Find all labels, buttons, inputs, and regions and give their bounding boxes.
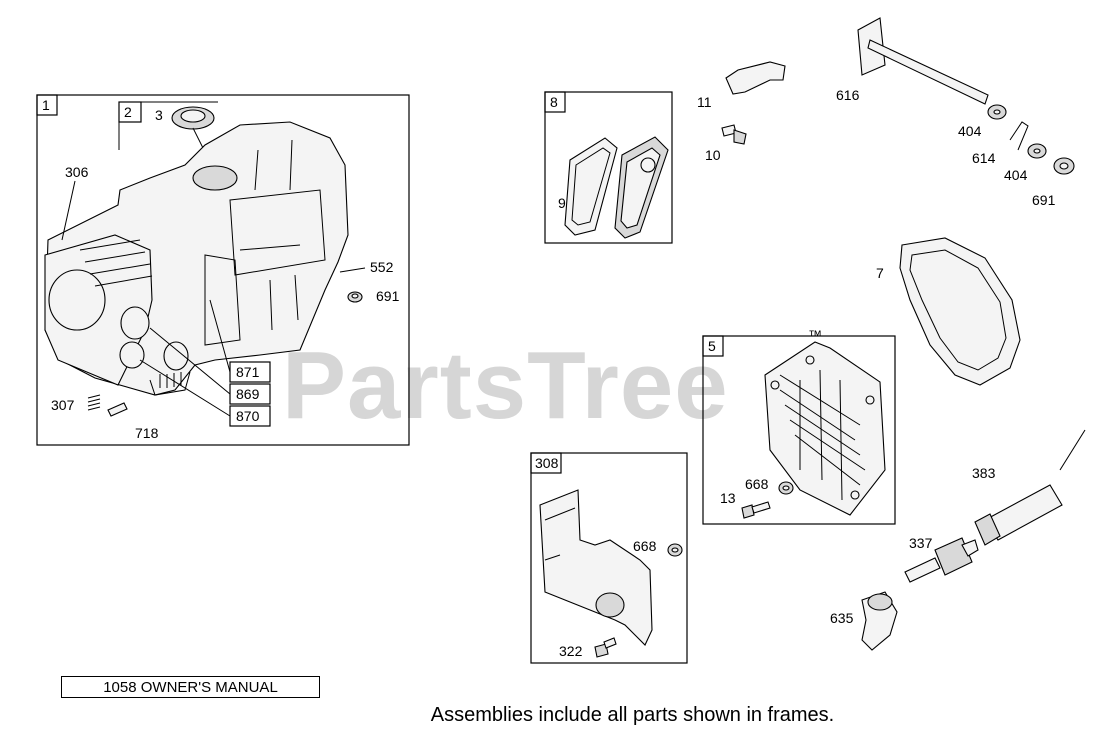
nut-691-block-part[interactable] — [347, 291, 363, 303]
label-404-top[interactable]: 404 — [958, 123, 982, 139]
label-691-top[interactable]: 691 — [1032, 192, 1056, 208]
label-9[interactable]: 9 — [558, 195, 566, 211]
spark-plug-boot-383-part[interactable] — [974, 429, 1086, 546]
label-306[interactable]: 306 — [65, 164, 89, 180]
frame-1 — [36, 94, 410, 446]
head-gasket-7-part[interactable] — [899, 237, 1021, 386]
washer-404-top-part[interactable] — [987, 104, 1007, 120]
label-10[interactable]: 10 — [705, 147, 721, 163]
washer-404-bottom-part[interactable] — [1027, 143, 1047, 159]
label-668-head[interactable]: 668 — [745, 476, 769, 492]
label-322[interactable]: 322 — [559, 643, 583, 659]
pin-718-part[interactable] — [107, 402, 128, 417]
label-307[interactable]: 307 — [51, 397, 75, 413]
label-871[interactable]: 871 — [236, 364, 260, 380]
washer-668-head-part[interactable] — [778, 481, 794, 495]
label-552[interactable]: 552 — [370, 259, 394, 275]
footer-note: Assemblies include all parts shown in fr… — [430, 704, 835, 726]
frame-5-tag — [702, 335, 724, 357]
spark-plug-337-part[interactable] — [904, 537, 979, 583]
frame-2-outline — [118, 101, 218, 150]
label-668-baffle[interactable]: 668 — [633, 538, 657, 554]
breather-cover-part[interactable] — [614, 136, 669, 239]
frame-5 — [702, 335, 896, 525]
label-337[interactable]: 337 — [909, 535, 933, 551]
screw-10-part[interactable] — [721, 124, 747, 145]
label-3[interactable]: 3 — [155, 107, 163, 123]
frame-2-tag — [118, 101, 142, 123]
cylinder-head-part[interactable] — [764, 341, 886, 516]
label-614[interactable]: 614 — [972, 150, 996, 166]
label-718[interactable]: 718 — [135, 425, 159, 441]
frame-8-number: 8 — [550, 94, 558, 110]
label-11[interactable]: 11 — [697, 94, 712, 110]
governor-shaft-616-part[interactable] — [857, 17, 989, 105]
frame-1-tag — [36, 94, 58, 116]
frame-2-number[interactable]: 2 — [124, 104, 132, 120]
label-870[interactable]: 870 — [236, 408, 260, 424]
label-635[interactable]: 635 — [830, 610, 854, 626]
frame-8 — [544, 91, 673, 244]
leaders-871-869-870 — [139, 299, 231, 417]
washer-668-baffle-part[interactable] — [667, 543, 683, 557]
leader-306 — [61, 180, 76, 241]
bolt-13-part[interactable] — [741, 501, 771, 519]
screw-322-part[interactable] — [594, 637, 617, 658]
label-404-bottom[interactable]: 404 — [1004, 167, 1028, 183]
baffle-308-part[interactable] — [539, 489, 653, 646]
tube-11-part[interactable] — [725, 61, 786, 95]
label-383[interactable]: 383 — [972, 465, 996, 481]
label-7[interactable]: 7 — [876, 265, 884, 281]
label-691-block[interactable]: 691 — [376, 288, 400, 304]
label-869[interactable]: 869 — [236, 386, 260, 402]
spring-307-part[interactable] — [87, 394, 101, 411]
frame-1-number: 1 — [42, 97, 50, 113]
frame-308-tag — [530, 452, 562, 474]
frame-308-number: 308 — [535, 455, 559, 471]
owners-manual-label: 1058 OWNER'S MANUAL — [61, 676, 320, 698]
watermark: PartsTree — [282, 332, 729, 439]
cylinder-block-part[interactable] — [44, 121, 349, 396]
watermark-trademark: ™ — [808, 327, 822, 343]
frame-8-tag — [544, 91, 566, 113]
leader-552 — [339, 267, 366, 273]
label-616[interactable]: 616 — [836, 87, 860, 103]
frame-5-number: 5 — [708, 338, 716, 354]
hairpin-614-part[interactable] — [1009, 121, 1029, 151]
oil-seal-part[interactable] — [171, 106, 215, 130]
frame-308 — [530, 452, 688, 664]
gasket-9-part[interactable] — [564, 137, 618, 236]
terminal-635-part[interactable] — [861, 591, 898, 651]
label-13[interactable]: 13 — [720, 490, 736, 506]
nut-691-top-part[interactable] — [1053, 157, 1075, 175]
